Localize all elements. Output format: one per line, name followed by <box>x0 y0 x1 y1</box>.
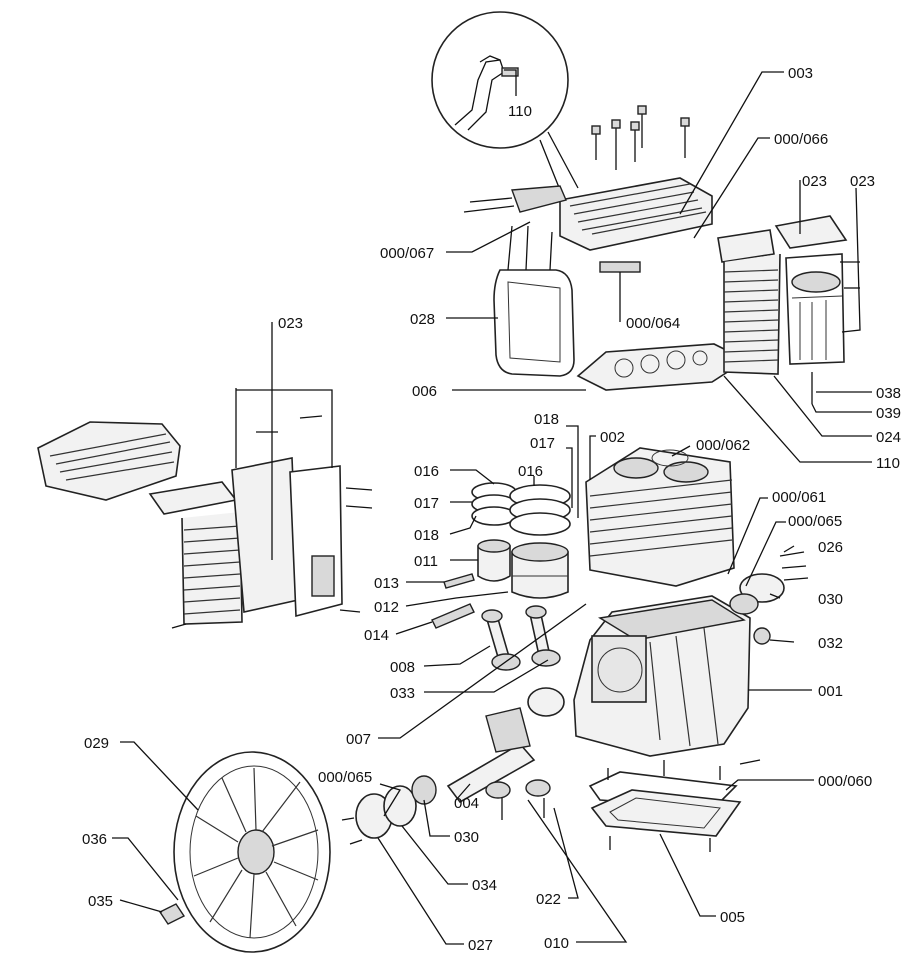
crankcase <box>573 595 751 757</box>
label-023-right-2: 023 <box>850 173 875 190</box>
label-035: 035 <box>88 893 113 910</box>
label-023-left: 023 <box>278 315 303 332</box>
label-001: 001 <box>818 683 843 700</box>
label-004: 004 <box>454 795 479 812</box>
label-018-top: 018 <box>534 411 559 428</box>
piston-rings-left <box>471 482 517 526</box>
cylinder-head-top <box>559 177 713 251</box>
label-006: 006 <box>412 383 437 400</box>
label-036: 036 <box>82 831 107 848</box>
base-plate <box>588 759 761 852</box>
label-022: 022 <box>536 891 561 908</box>
label-000-064: 000/064 <box>626 315 680 332</box>
label-033: 033 <box>390 685 415 702</box>
right-cylinder-assembly <box>717 215 848 404</box>
label-000-067: 000/067 <box>380 245 434 262</box>
valve-plate <box>576 343 748 391</box>
label-034: 034 <box>472 877 497 894</box>
label-000-065-left: 000/065 <box>318 769 372 786</box>
label-010: 010 <box>544 935 569 952</box>
connecting-rods <box>481 605 561 671</box>
left-head-cover <box>37 421 181 501</box>
label-110: 110 <box>876 455 900 472</box>
label-000-060: 000/060 <box>818 773 872 790</box>
label-000-061: 000/061 <box>772 489 826 506</box>
pistons <box>477 539 569 599</box>
label-016-left: 016 <box>414 463 439 480</box>
label-038: 038 <box>876 385 901 402</box>
label-016-right: 016 <box>518 463 543 480</box>
label-030-right: 030 <box>818 591 843 608</box>
label-039: 039 <box>876 405 901 422</box>
label-029: 029 <box>84 735 109 752</box>
part-labels: 110 003 000/066 023 023 000/067 028 000/… <box>82 65 901 954</box>
label-007: 007 <box>346 731 371 748</box>
label-011: 011 <box>414 553 438 570</box>
label-018-left: 018 <box>414 527 439 544</box>
label-017-top: 017 <box>530 435 555 452</box>
label-012: 012 <box>374 599 399 616</box>
label-024: 024 <box>876 429 901 446</box>
label-028: 028 <box>410 311 435 328</box>
crankshaft <box>446 687 565 820</box>
label-008: 008 <box>390 659 415 676</box>
leader-lines <box>112 69 872 945</box>
label-000-066: 000/066 <box>774 131 828 148</box>
piston-rings-right <box>509 484 571 536</box>
label-000-065-right: 000/065 <box>788 513 842 530</box>
piston-pins <box>431 573 475 629</box>
label-017-left: 017 <box>414 495 439 512</box>
label-110-detail: 110 <box>508 103 532 120</box>
cylinder-block <box>585 447 735 587</box>
parts-drawing <box>37 11 848 953</box>
label-002: 002 <box>600 429 625 446</box>
label-005: 005 <box>720 909 745 926</box>
head-bolts <box>591 105 690 170</box>
left-cylinder-assembly <box>148 415 373 629</box>
label-014: 014 <box>364 627 389 644</box>
label-032: 032 <box>818 635 843 652</box>
bearing-cover-left <box>341 775 437 845</box>
flywheel <box>158 751 331 953</box>
label-013: 013 <box>374 575 399 592</box>
transfer-pipe <box>493 225 575 377</box>
label-000-062: 000/062 <box>696 437 750 454</box>
label-023-right-1: 023 <box>802 173 827 190</box>
detail-circle <box>431 11 579 191</box>
label-003: 003 <box>788 65 813 82</box>
label-026: 026 <box>818 539 843 556</box>
label-030-left: 030 <box>454 829 479 846</box>
label-027: 027 <box>468 937 493 954</box>
